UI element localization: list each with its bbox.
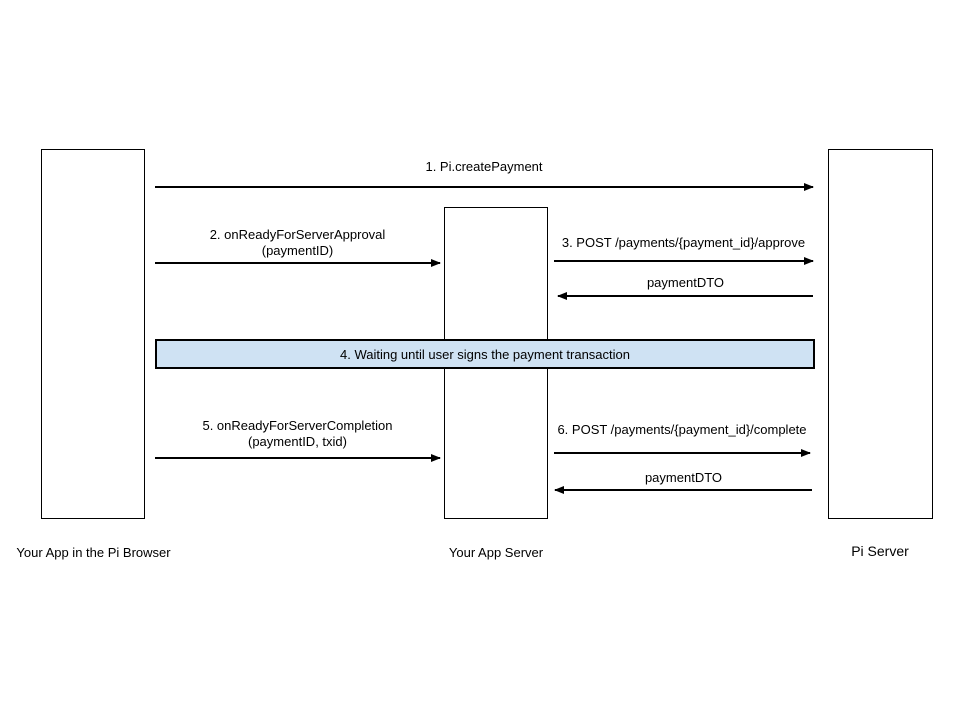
message-2-label-line2: (paymentID) [261,243,334,258]
message-2-arrow [155,259,441,267]
arrowhead-left-icon [554,486,564,494]
arrowhead-right-icon [804,183,814,191]
actor-label-app-server: Your App Server [448,545,544,560]
message-2-label: 2. onReadyForServerApproval (paymentID) [155,227,440,259]
message-5-label: 5. onReadyForServerCompletion (paymentID… [155,418,440,450]
return-2-arrow [554,486,812,494]
message-1-label: 1. Pi.createPayment [425,159,543,174]
return-1-arrow [557,292,813,300]
message-1-arrow [155,183,814,191]
actor-label-pi-server: Pi Server [851,543,909,559]
lifeline-box-pi-server [828,149,933,519]
waiting-note-label: 4. Waiting until user signs the payment … [340,346,630,362]
arrowhead-left-icon [557,292,567,300]
arrowhead-right-icon [431,259,441,267]
arrowhead-right-icon [431,454,441,462]
arrowhead-right-icon [804,257,814,265]
message-3-arrow [554,257,814,265]
message-6-label: 6. POST /payments/{payment_id}/complete [557,422,807,437]
message-3-label: 3. POST /payments/{payment_id}/approve [561,235,806,250]
waiting-note: 4. Waiting until user signs the payment … [155,339,815,369]
lifeline-box-pi-browser [41,149,145,519]
message-5-label-line1: 5. onReadyForServerCompletion [202,418,393,433]
message-5-label-line2: (paymentID, txid) [248,434,347,449]
message-6-arrow [554,449,811,457]
message-2-label-line1: 2. onReadyForServerApproval [209,227,386,242]
arrowhead-right-icon [801,449,811,457]
return-2-label: paymentDTO [644,470,723,485]
message-5-arrow [155,454,441,462]
return-1-label: paymentDTO [646,275,725,290]
actor-label-pi-browser: Your App in the Pi Browser [16,545,171,560]
